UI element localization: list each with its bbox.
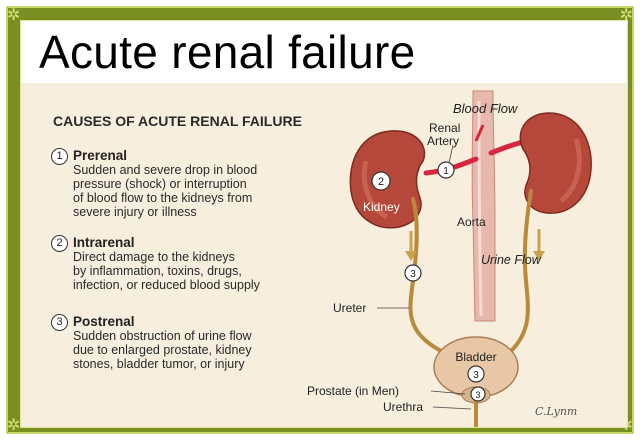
cause-desc-line: Sudden and severe drop in blood — [73, 163, 258, 177]
cause-desc-line: severe injury or illness — [73, 205, 197, 219]
cause-title: Postrenal — [73, 314, 135, 329]
cause-number-badge: 1 — [51, 148, 68, 165]
svg-text:1: 1 — [443, 166, 449, 177]
renal-artery-label-line2: Artery — [427, 134, 459, 148]
blood-flow-label: Blood Flow — [453, 101, 519, 116]
cause-description: Direct damage to the kidneys by inflamma… — [73, 250, 353, 292]
cause-number-badge: 3 — [51, 314, 68, 331]
cause-description: Sudden and severe drop in blood pressure… — [73, 163, 353, 219]
marker-ureter: 3 — [404, 264, 422, 282]
svg-text:3: 3 — [410, 269, 416, 280]
marker-bladder: 3 — [467, 365, 485, 383]
prostate-label: Prostate (in Men) — [307, 384, 399, 398]
prostate-leader — [430, 390, 466, 395]
causes-heading: CAUSES OF ACUTE RENAL FAILURE — [53, 113, 302, 129]
cause-desc-line: Direct damage to the kidneys — [73, 250, 235, 264]
cause-desc-line: infection, or reduced blood supply — [73, 278, 260, 292]
marker-renal-artery: 1 — [437, 161, 455, 179]
marker-kidney: 2 — [371, 171, 391, 191]
cause-number-badge: 2 — [51, 235, 68, 252]
renal-artery-label-line1: Renal — [429, 121, 460, 135]
urethra-label: Urethra — [383, 400, 423, 414]
corner-ornament-icon: ✲ — [7, 415, 21, 434]
svg-text:3: 3 — [475, 390, 480, 400]
cause-title: Prerenal — [73, 148, 128, 163]
renal-artery-leader — [448, 144, 454, 164]
title-bar: Acute renal failure — [21, 21, 627, 83]
right-ureter — [509, 189, 533, 353]
cause-desc-line: of blood flow to the kidneys from — [73, 191, 253, 205]
corner-ornament-icon: ✲ — [619, 5, 633, 24]
right-urine-flow-arrowhead — [533, 251, 545, 261]
aorta-label: Aorta — [457, 215, 486, 229]
left-kidney-shade — [361, 160, 389, 220]
aorta-highlight — [477, 100, 483, 317]
slide-panel: Acute renal failure CAUSES OF ACUTE RENA… — [20, 20, 628, 428]
cause-description: Sudden obstruction of urine flow due to … — [73, 329, 353, 371]
left-urine-flow-arrowhead — [405, 251, 417, 261]
cause-title: Intrarenal — [73, 235, 135, 250]
right-kidney-shade — [559, 138, 582, 203]
svg-text:2: 2 — [378, 176, 384, 188]
slide-title: Acute renal failure — [39, 26, 416, 78]
bladder-label: Bladder — [455, 350, 496, 364]
cause-desc-line: by inflammation, toxins, drugs, — [73, 264, 242, 278]
corner-ornament-icon: ✲ — [7, 5, 21, 24]
outer-frame: ✲ ✲ ✲ ✲ Acute renal failure CAUSES OF AC… — [6, 6, 634, 434]
cause-desc-line: pressure (shock) or interruption — [73, 177, 247, 191]
marker-prostate: 3 — [470, 386, 486, 402]
cause-desc-line: due to enlarged prostate, kidney — [73, 343, 252, 357]
kidney-label: Kidney — [363, 200, 400, 214]
urethra-leader — [432, 406, 472, 410]
svg-text:3: 3 — [473, 370, 479, 381]
urinary-system-diagram: 1 2 3 3 3 Blood Flo — [307, 90, 592, 427]
cause-desc-line: stones, bladder tumor, or injury — [73, 357, 245, 371]
urine-flow-label: Urine Flow — [481, 253, 542, 267]
artist-signature: C.Lynm — [535, 405, 578, 418]
cause-desc-line: Sudden obstruction of urine flow — [73, 329, 252, 343]
renal-artery-branch — [474, 124, 485, 142]
ureter-label: Ureter — [333, 301, 366, 315]
